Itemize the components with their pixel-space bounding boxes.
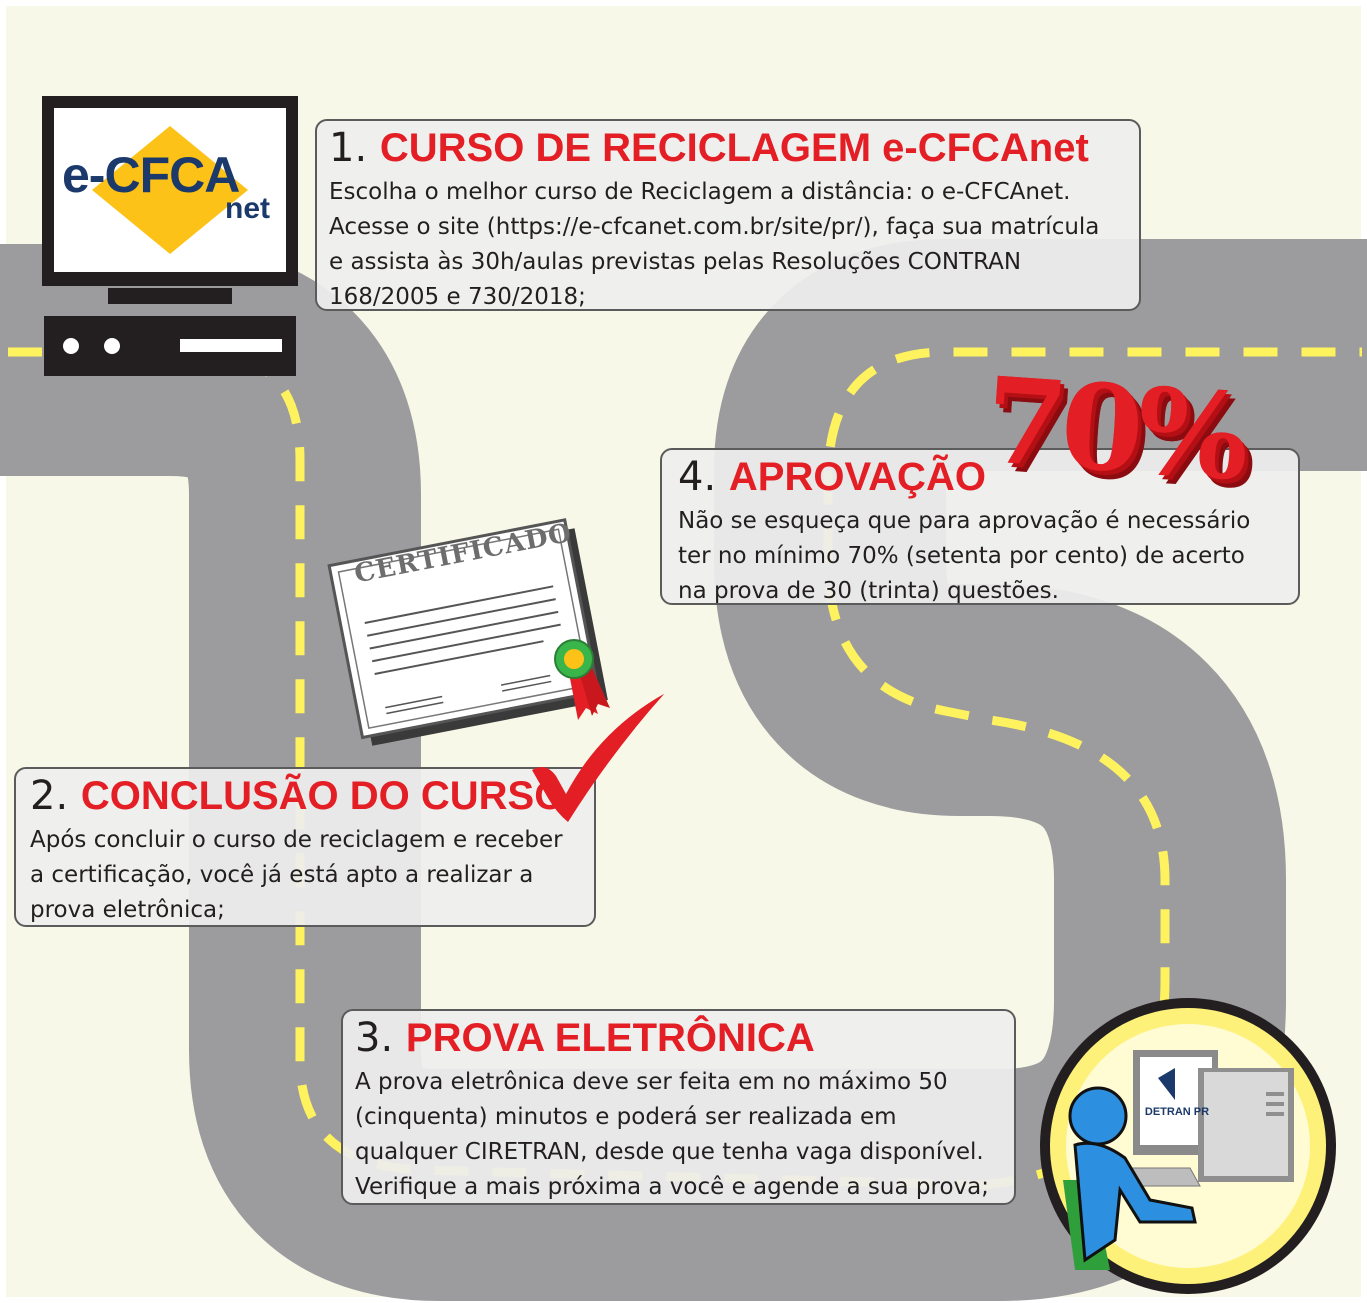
step-2-title: CONCLUSÃO DO CURSO (80, 774, 566, 818)
step-1-heading: 1. CURSO DE RECICLAGEM e-CFCAnet (329, 125, 1127, 171)
step-2-line: prova eletrônica; (30, 896, 225, 923)
step-1-line: 168/2005 e 730/2018; (329, 283, 586, 310)
step-2-box: 2. CONCLUSÃO DO CURSO Após concluir o cu… (14, 767, 596, 927)
step-3-text: A prova eletrônica deve ser feita em no … (355, 1065, 1002, 1205)
step-4-line: na prova de 30 (trinta) questões. (678, 577, 1059, 604)
step-1-line: e assista às 30h/aulas previstas pelas R… (329, 248, 1022, 275)
step-4-number: 4. (678, 454, 717, 500)
step-1-title: CURSO DE RECICLAGEM e-CFCAnet (379, 126, 1089, 170)
person-at-computer-icon (1040, 998, 1336, 1294)
certificate-icon (327, 518, 608, 746)
step-1-number: 1. (329, 125, 368, 171)
step-3-line: A prova eletrônica deve ser feita em no … (355, 1069, 948, 1095)
logo-sub-text: net (225, 192, 270, 225)
step-2-heading: 2. CONCLUSÃO DO CURSO (30, 773, 582, 819)
step-2-line: Após concluir o curso de reciclagem e re… (30, 827, 563, 853)
step-4-text: Não se esqueça que para aprovação é nece… (678, 504, 1286, 609)
step-3-line: qualquer CIRETRAN, desde que tenha vaga … (355, 1138, 984, 1165)
step-4-line: Não se esqueça que para aprovação é nece… (678, 508, 1251, 534)
step-3-box: 3. PROVA ELETRÔNICA A prova eletrônica d… (341, 1009, 1016, 1205)
desktop-computer-icon (42, 96, 298, 376)
logo-diamond (92, 126, 248, 254)
logo: e-CFCA net (62, 150, 282, 224)
step-1-text: Escolha o melhor curso de Reciclagem a d… (329, 175, 1127, 315)
step-2-line: a certificação, você já está apto a real… (30, 861, 534, 888)
percent-badge-overlay: 70% (980, 350, 1248, 507)
step-3-line: (cinquenta) minutos e poderá ser realiza… (355, 1103, 897, 1130)
step-4-line: ter no mínimo 70% (setenta por cento) de… (678, 542, 1245, 569)
step-4-title: APROVAÇÃO (728, 455, 986, 499)
step-1-box: 1. CURSO DE RECICLAGEM e-CFCAnet Escolha… (315, 119, 1141, 311)
step-2-number: 2. (30, 773, 69, 819)
step-4-box: 4. APROVAÇÃO Não se esqueça que para apr… (660, 448, 1300, 605)
step-1-line: Escolha o melhor curso de Reciclagem a d… (329, 179, 1071, 205)
detran-label: DETRAN PR (1144, 1106, 1210, 1118)
step-2-text: Após concluir o curso de reciclagem e re… (30, 823, 582, 928)
step-3-heading: 3. PROVA ELETRÔNICA (355, 1015, 1002, 1061)
step-3-line: Verifique a mais próxima a você e agende… (355, 1173, 989, 1200)
step-3-title: PROVA ELETRÔNICA (405, 1016, 815, 1060)
logo-main-text: e-CFCA (62, 147, 240, 203)
step-4-heading: 4. APROVAÇÃO (678, 454, 1286, 500)
step-1-line: Acesse o site (https://e-cfcanet.com.br/… (329, 213, 1100, 240)
step-3-number: 3. (355, 1015, 394, 1061)
